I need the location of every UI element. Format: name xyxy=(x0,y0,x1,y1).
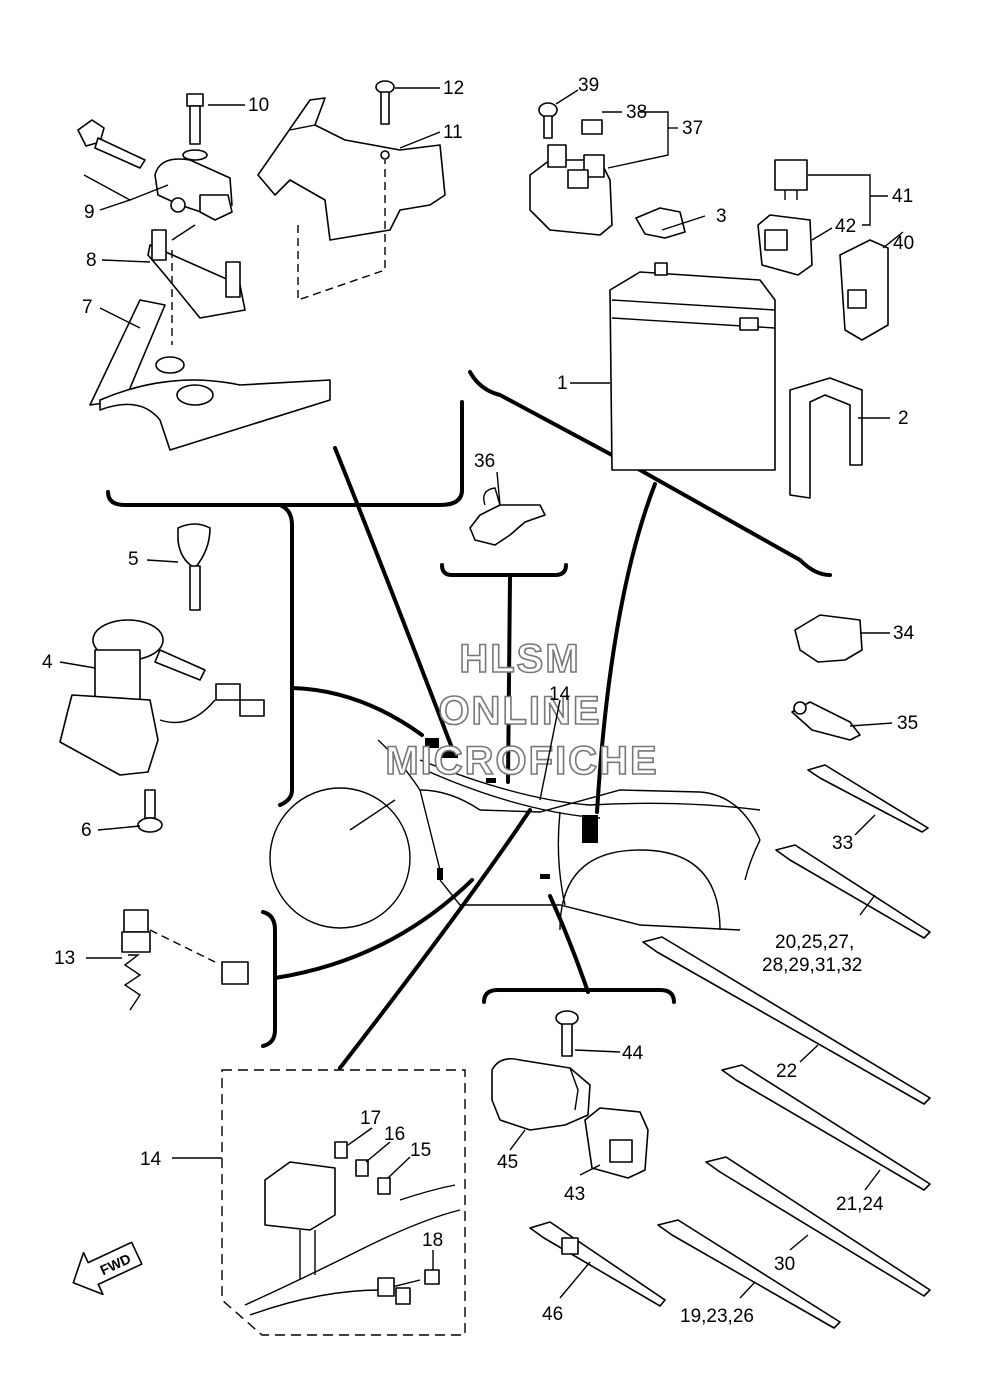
label-44: 44 xyxy=(622,1043,644,1064)
part-labels: 10 12 11 9 8 7 39 38 37 3 1 2 41 42 40 3… xyxy=(42,75,918,1327)
watermark-line-3: MICROFICHE xyxy=(385,739,658,783)
label-5: 5 xyxy=(128,549,139,570)
part-41-relay xyxy=(774,159,808,200)
part-36-clamp xyxy=(469,487,546,546)
label-11: 11 xyxy=(443,122,463,143)
label-45: 45 xyxy=(497,1152,518,1173)
part-40-flasher xyxy=(839,239,889,341)
label-7: 7 xyxy=(82,297,93,318)
watermark-line-1: HLSM xyxy=(459,637,580,681)
dashed-guides-top xyxy=(171,160,386,345)
label-34: 34 xyxy=(893,623,915,644)
label-1: 1 xyxy=(557,373,568,394)
part-14-harness-detail xyxy=(221,1069,466,1336)
label-14-main: 14 xyxy=(549,684,571,705)
label-37: 37 xyxy=(682,118,703,139)
part-44-bolt xyxy=(555,1010,579,1057)
label-46: 46 xyxy=(542,1304,563,1325)
part-6-screw xyxy=(137,789,163,833)
label-17: 17 xyxy=(360,1108,381,1129)
part-39-bolt xyxy=(538,102,558,139)
label-14-detail: 14 xyxy=(140,1149,162,1170)
part-35-clip xyxy=(791,701,861,741)
label-42: 42 xyxy=(835,216,856,237)
part-13-switch xyxy=(121,909,249,1011)
label-15: 15 xyxy=(410,1140,431,1161)
part-43-relay xyxy=(584,1107,649,1179)
label-39: 39 xyxy=(578,75,599,96)
label-2: 2 xyxy=(898,408,909,429)
label-35: 35 xyxy=(897,713,918,734)
label-8: 8 xyxy=(86,250,97,271)
motorcycle-outline xyxy=(269,738,761,931)
label-38: 38 xyxy=(626,102,647,123)
label-21-24: 21,24 xyxy=(836,1194,884,1215)
part-7-lower-cover xyxy=(89,299,331,451)
part-37-starter-relay xyxy=(529,144,613,236)
leader-lines xyxy=(59,87,904,1299)
part-38-fuse xyxy=(581,119,603,135)
label-9: 9 xyxy=(84,202,95,223)
label-20-25-27: 20,25,27, xyxy=(775,932,854,953)
label-22: 22 xyxy=(776,1061,797,1082)
label-43: 43 xyxy=(564,1184,585,1205)
label-16: 16 xyxy=(384,1124,405,1145)
group-connectors xyxy=(273,446,657,1070)
part-45-cover xyxy=(491,1057,591,1131)
label-3: 3 xyxy=(716,206,727,227)
part-2-battery-band xyxy=(789,377,863,499)
label-36: 36 xyxy=(474,451,495,472)
label-13: 13 xyxy=(54,948,75,969)
label-18: 18 xyxy=(422,1230,443,1251)
label-41: 41 xyxy=(892,186,913,207)
part-1-battery xyxy=(609,262,776,471)
part-9-key-and-switch xyxy=(77,119,233,221)
fwd-arrow-icon: FWD xyxy=(72,1241,143,1296)
label-10: 10 xyxy=(248,95,269,116)
part-10-bolt xyxy=(182,93,208,161)
watermark: HLSM ONLINE MICROFICHE xyxy=(385,636,658,784)
label-4: 4 xyxy=(42,652,53,673)
cable-ties xyxy=(529,764,931,1329)
part-11-upper-cover xyxy=(257,97,446,241)
part-4-main-switch xyxy=(59,619,265,776)
label-40: 40 xyxy=(893,233,914,254)
part-12-screw xyxy=(375,80,395,125)
label-19-23-26: 19,23,26 xyxy=(680,1306,754,1327)
label-28-29-31-32: 28,29,31,32 xyxy=(762,955,862,976)
label-6: 6 xyxy=(81,820,92,841)
label-33: 33 xyxy=(832,833,853,854)
label-12: 12 xyxy=(443,78,464,99)
label-30: 30 xyxy=(774,1254,795,1275)
part-5-key xyxy=(177,523,211,611)
watermark-line-2: ONLINE xyxy=(438,689,601,733)
part-34-clip xyxy=(794,614,863,663)
part-3-terminal-cover xyxy=(635,207,686,239)
part-42-relay-holder xyxy=(757,214,813,276)
